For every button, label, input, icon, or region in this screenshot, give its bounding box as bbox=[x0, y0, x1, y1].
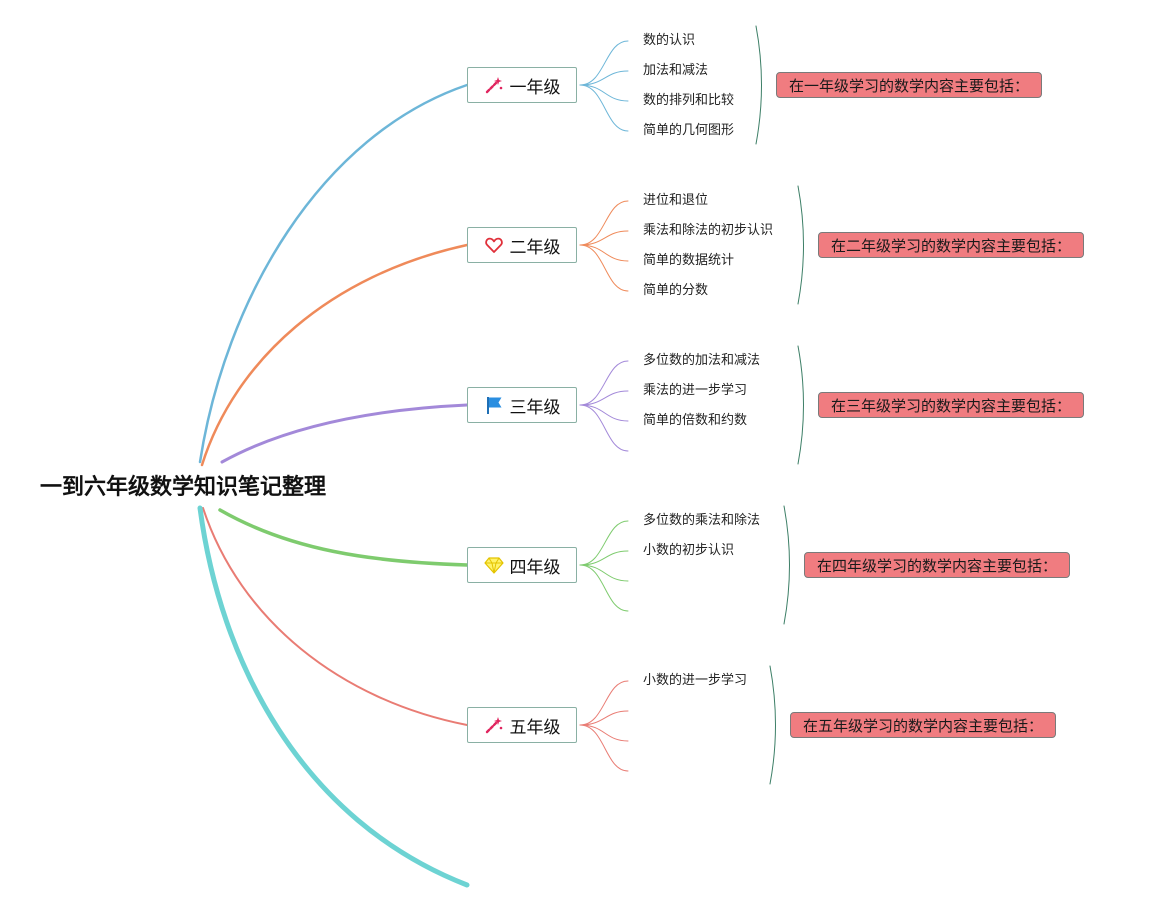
topic-connector bbox=[579, 724, 629, 772]
topic-connector bbox=[579, 564, 629, 612]
summary-bracket-3 bbox=[797, 345, 804, 465]
topic-connector bbox=[579, 404, 629, 452]
summary-bracket-1 bbox=[755, 25, 762, 145]
branch-grade-4 bbox=[218, 508, 469, 567]
grade-node-2[interactable]: 二年级 bbox=[467, 227, 577, 263]
grade-label: 五年级 bbox=[509, 717, 561, 738]
topic-connector bbox=[579, 244, 629, 262]
topic-item[interactable]: 简单的分数 bbox=[643, 283, 709, 298]
topic-connector bbox=[579, 680, 629, 726]
topic-connector bbox=[579, 520, 629, 566]
summary-callout-2[interactable]: 在二年级学习的数学内容主要包括： bbox=[818, 232, 1085, 258]
topic-connector bbox=[579, 390, 629, 406]
grade-node-4[interactable]: 四年级 bbox=[467, 547, 577, 583]
grade-node-5[interactable]: 五年级 bbox=[467, 707, 577, 743]
flag-icon bbox=[484, 395, 504, 415]
topic-connector bbox=[579, 230, 629, 246]
magic-wand-icon bbox=[484, 75, 504, 95]
heart-icon bbox=[484, 235, 504, 255]
branch-grade-6 bbox=[197, 505, 470, 888]
magic-wand-icon bbox=[484, 715, 504, 735]
topic-item[interactable]: 乘法和除法的初步认识 bbox=[643, 223, 774, 238]
topic-connector bbox=[579, 84, 629, 102]
topic-item[interactable]: 进位和退位 bbox=[643, 193, 709, 208]
grade-node-3[interactable]: 三年级 bbox=[467, 387, 577, 423]
topic-connector bbox=[579, 244, 629, 292]
branch-grade-1 bbox=[198, 83, 469, 464]
topic-connector bbox=[579, 724, 629, 742]
summary-callout-5[interactable]: 在五年级学习的数学内容主要包括： bbox=[790, 712, 1057, 738]
root-topic[interactable]: 一到六年级数学知识笔记整理 bbox=[40, 475, 327, 500]
grade-node-1[interactable]: 一年级 bbox=[467, 67, 577, 103]
topic-item[interactable]: 数的排列和比较 bbox=[643, 93, 735, 108]
topic-item[interactable]: 多位数的加法和减法 bbox=[643, 353, 761, 368]
topic-item[interactable]: 加法和减法 bbox=[643, 63, 709, 78]
grade-label: 一年级 bbox=[509, 77, 561, 98]
diamond-icon bbox=[483, 555, 504, 575]
grade-label: 四年级 bbox=[509, 557, 561, 578]
topic-item[interactable]: 小数的进一步学习 bbox=[643, 673, 748, 688]
branch-grade-3 bbox=[220, 403, 469, 464]
branch-grade-5 bbox=[202, 507, 468, 726]
topic-connector bbox=[579, 564, 629, 582]
branch-grade-2 bbox=[200, 243, 469, 467]
topic-item[interactable]: 简单的倍数和约数 bbox=[643, 413, 748, 428]
topic-item[interactable]: 多位数的乘法和除法 bbox=[643, 513, 761, 528]
topic-connector bbox=[579, 70, 629, 86]
summary-callout-3[interactable]: 在三年级学习的数学内容主要包括： bbox=[818, 392, 1085, 418]
topic-item[interactable]: 小数的初步认识 bbox=[643, 543, 735, 558]
topic-connector bbox=[579, 404, 629, 422]
topic-item[interactable]: 数的认识 bbox=[643, 33, 696, 48]
topic-connector bbox=[579, 360, 629, 406]
topic-connector bbox=[579, 200, 629, 246]
topic-connector bbox=[579, 40, 629, 86]
topic-item[interactable]: 简单的几何图形 bbox=[643, 123, 735, 138]
summary-bracket-2 bbox=[797, 185, 804, 305]
grade-label: 三年级 bbox=[509, 397, 561, 418]
topic-item[interactable]: 简单的数据统计 bbox=[643, 253, 735, 268]
topic-connector bbox=[579, 710, 629, 726]
summary-bracket-4 bbox=[783, 505, 790, 625]
summary-bracket-5 bbox=[769, 665, 776, 785]
topic-connector bbox=[579, 84, 629, 132]
topic-item[interactable]: 乘法的进一步学习 bbox=[643, 383, 748, 398]
summary-callout-1[interactable]: 在一年级学习的数学内容主要包括： bbox=[776, 72, 1043, 98]
grade-label: 二年级 bbox=[509, 237, 561, 258]
topic-connector bbox=[579, 550, 629, 566]
summary-callout-4[interactable]: 在四年级学习的数学内容主要包括： bbox=[804, 552, 1071, 578]
